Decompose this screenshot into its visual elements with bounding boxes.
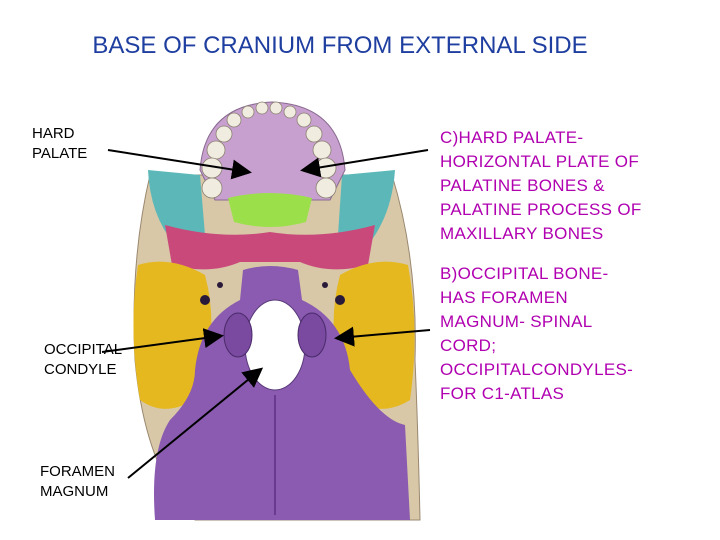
occipital-bone-description: B)OCCIPITAL BONE- HAS FORAMEN MAGNUM- SP… xyxy=(440,264,634,403)
sphenoid-bone xyxy=(165,225,375,270)
label-hard-palate: HARD PALATE xyxy=(32,125,88,162)
foramina xyxy=(200,282,345,305)
hard-palate-description: C)HARD PALATE- HORIZONTAL PLATE OF PALAT… xyxy=(440,128,642,243)
zygomatic-bone-right xyxy=(338,170,395,245)
zygomatic-bone-left xyxy=(148,170,205,245)
arrow-occipital-right xyxy=(334,326,431,347)
label-foramen-magnum: FORAMEN MAGNUM xyxy=(40,463,115,500)
teeth-row xyxy=(201,101,337,199)
palatine-bone xyxy=(228,193,312,227)
occipital-condyle-right xyxy=(297,312,327,358)
arrow-occipital-condyle xyxy=(101,328,224,353)
temporal-bone-left xyxy=(133,261,212,409)
arrow-hard-palate-right xyxy=(300,149,429,178)
arrow-hard-palate-left xyxy=(107,149,252,180)
occipital-condyle-left xyxy=(223,312,253,358)
arrow-foramen-magnum xyxy=(127,367,264,479)
page-title: BASE OF CRANIUM FROM EXTERNAL SIDE xyxy=(92,32,588,59)
label-occipital-condyle: OCCIPITAL CONDYLE xyxy=(44,341,123,378)
